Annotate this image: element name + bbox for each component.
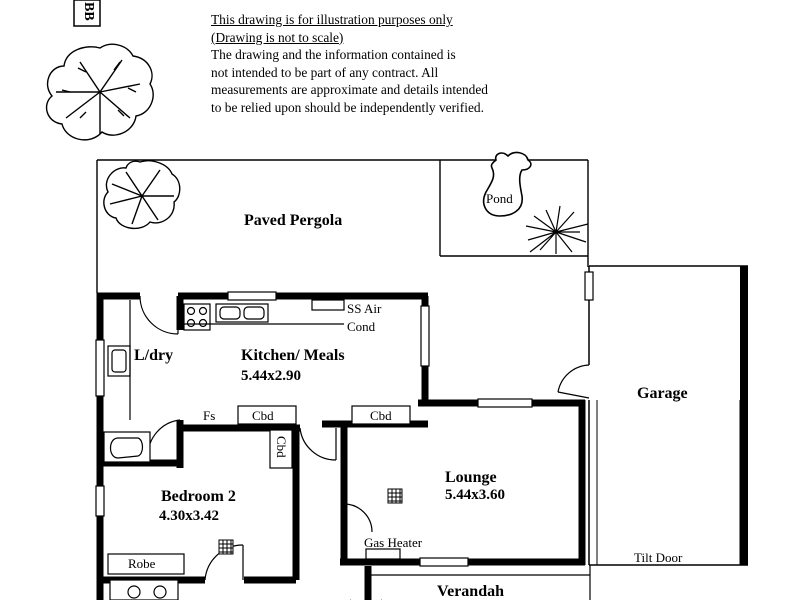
room-label-lounge: Lounge — [445, 469, 497, 486]
room-label-verandah: Verandah — [437, 583, 504, 600]
label-cbd: Cbd — [252, 408, 274, 423]
house-walls — [96, 292, 586, 600]
label-gas-heater: Gas Heater — [364, 535, 423, 550]
disclaimer-line: measurements are approximate and details… — [211, 82, 489, 98]
garage-walls — [557, 265, 748, 566]
disclaimer-line: The drawing and the information containe… — [211, 47, 456, 63]
room-size-kitchen: 5.44x2.90 — [241, 368, 301, 384]
windows — [95, 291, 533, 567]
label-ss-air: SS Air — [347, 301, 382, 316]
doors — [139, 295, 382, 600]
disclaimer-line: to be relied upon should be independentl… — [211, 99, 484, 115]
bb-label-box — [73, 0, 101, 27]
pond-outline — [482, 151, 532, 217]
kitchen-fixtures — [180, 299, 411, 469]
floor-register-icon — [218, 488, 403, 555]
room-label-paved-pergola: Paved Pergola — [244, 212, 343, 229]
room-size-bedroom2: 4.30x3.42 — [159, 508, 219, 524]
corner-label: BB — [81, 2, 96, 21]
label-cbd: Cbd — [370, 408, 392, 423]
label-cbd-vertical: Cbd — [274, 436, 289, 458]
gas-heater-box — [365, 548, 401, 560]
disclaimer-line: (Drawing is not to scale) — [211, 29, 344, 45]
verandah-outline — [368, 565, 591, 600]
room-label-bedroom2: Bedroom 2 — [161, 488, 236, 505]
label-cond: Cond — [347, 319, 376, 334]
bedroom-fixtures — [107, 553, 185, 600]
tree-icon — [45, 43, 154, 141]
disclaimer-line: This drawing is for illustration purpose… — [211, 12, 453, 27]
tree-icon — [103, 160, 181, 229]
room-label-pond: Pond — [486, 191, 513, 206]
laundry-fixtures — [103, 300, 151, 463]
plant-icon — [525, 205, 589, 254]
disclaimer: This drawing is for illustration purpose… — [211, 11, 551, 117]
room-label-garage: Garage — [637, 385, 688, 402]
room-size-lounge: 5.44x3.60 — [445, 487, 505, 503]
room-label-laundry: L/dry — [134, 347, 174, 364]
label-robe: Robe — [128, 556, 156, 571]
room-label-kitchen: Kitchen/ Meals — [241, 347, 345, 364]
label-tilt-door: Tilt Door — [634, 550, 683, 565]
label-fs: Fs — [203, 408, 216, 423]
disclaimer-line: not intended to be part of any contract.… — [211, 64, 439, 80]
